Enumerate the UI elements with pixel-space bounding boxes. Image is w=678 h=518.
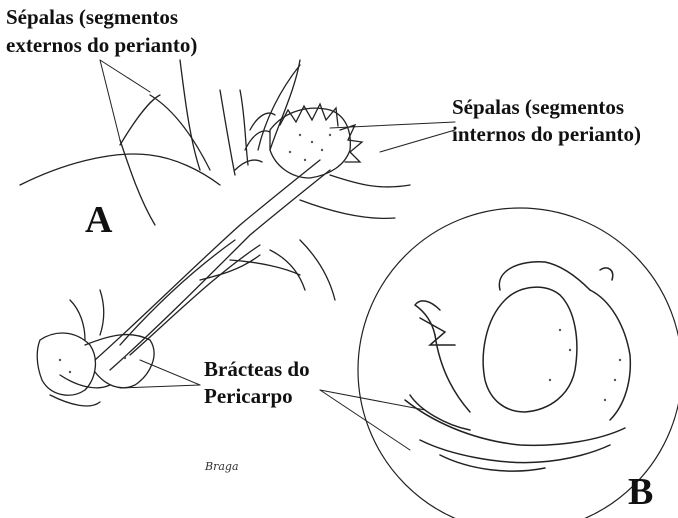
flower-a-bracts xyxy=(37,290,154,406)
panel-a-letter: A xyxy=(85,200,112,240)
label-sepals-inner-1: Sépalas (segmentos xyxy=(452,94,624,120)
panel-b-letter: B xyxy=(628,472,653,512)
label-sepals-outer-2: externos do perianto) xyxy=(6,32,197,58)
flower-a-outer-sepals xyxy=(20,60,410,300)
artist-signature: Braga xyxy=(205,460,239,473)
label-sepals-outer-1: Sépalas (segmentos xyxy=(6,4,178,30)
label-sepals-inner-2: internos do perianto) xyxy=(452,121,641,147)
label-bracts-2: Pericarpo xyxy=(204,383,293,409)
flower-a-stem xyxy=(95,160,330,370)
label-bracts-1: Brácteas do xyxy=(204,356,310,382)
flower-b-closeup xyxy=(405,262,630,471)
flower-a-inner-sepals xyxy=(235,104,362,178)
